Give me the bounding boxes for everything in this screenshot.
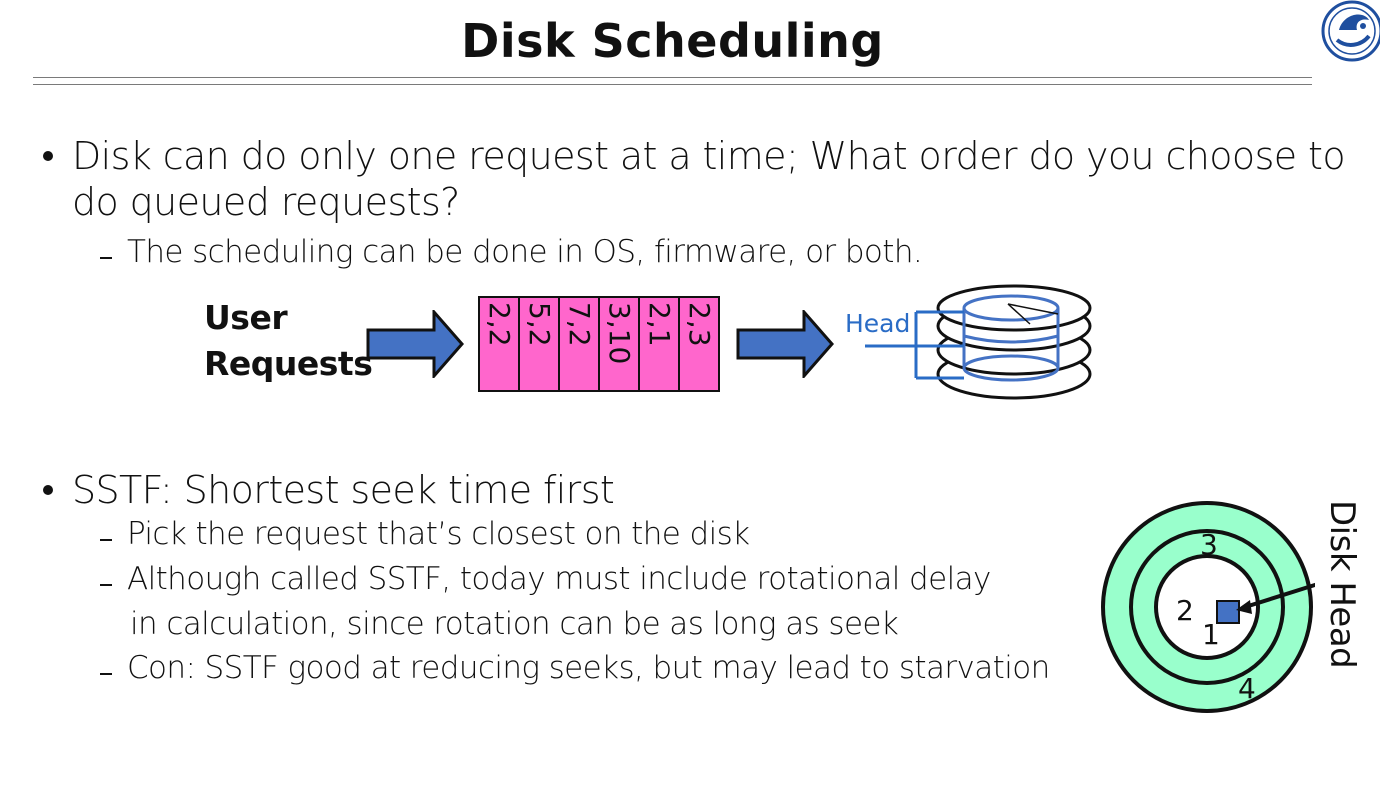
title-rule-top bbox=[33, 77, 1312, 78]
slide-title: Disk Scheduling bbox=[461, 14, 884, 68]
dash-icon bbox=[100, 584, 112, 586]
dash-icon bbox=[100, 539, 112, 541]
sub-bullet-rotational-line-2: in calculation, since rotation can be as… bbox=[130, 606, 899, 642]
sub-bullet-closest-request: Pick the request that’s closest on the d… bbox=[127, 516, 750, 552]
sub-bullet-rotational-line-1: Although called SSTF, today must include… bbox=[127, 561, 991, 597]
user-label-line-2: Requests bbox=[204, 344, 373, 383]
arrow-right-icon bbox=[736, 310, 834, 378]
title-rule-bottom bbox=[33, 84, 1312, 85]
track-label-3: 3 bbox=[1200, 528, 1218, 561]
disk-track-diagram bbox=[1101, 501, 1315, 713]
head-label: Head bbox=[845, 309, 911, 338]
queue-cell: 7,2 bbox=[560, 298, 600, 390]
sub-bullet-starvation: Con: SSTF good at reducing seeks, but ma… bbox=[127, 650, 1050, 686]
dash-icon bbox=[100, 673, 112, 675]
queue-cell: 2,3 bbox=[680, 298, 718, 390]
sub-bullet-scheduling-location: The scheduling can be done in OS, firmwa… bbox=[127, 234, 923, 270]
bullet-dot-icon bbox=[43, 151, 53, 161]
queue-cell: 3,10 bbox=[600, 298, 640, 390]
track-label-4: 4 bbox=[1238, 672, 1256, 705]
disk-head-label: Disk Head bbox=[1322, 500, 1362, 669]
disk-stack-icon bbox=[865, 284, 1092, 400]
queue-cell-label: 3,10 bbox=[603, 302, 636, 365]
track-label-2: 2 bbox=[1176, 594, 1194, 627]
queue-cell: 2,1 bbox=[640, 298, 680, 390]
bullet-sstf: SSTF: Shortest seek time first bbox=[72, 468, 615, 512]
request-queue: 2,2 5,2 7,2 3,10 2,1 2,3 bbox=[478, 296, 720, 392]
bullet-1-line-2: do queued requests? bbox=[72, 180, 460, 224]
queue-cell-label: 7,2 bbox=[563, 302, 596, 347]
bullet-1-line-1: Disk can do only one request at a time; … bbox=[72, 134, 1346, 178]
arrow-right-icon bbox=[366, 310, 464, 378]
user-label-line-1: User bbox=[204, 298, 288, 337]
dash-icon bbox=[100, 257, 112, 259]
queue-cell: 5,2 bbox=[520, 298, 560, 390]
queue-cell-label: 5,2 bbox=[523, 302, 556, 347]
queue-cell: 2,2 bbox=[480, 298, 520, 390]
queue-cell-label: 2,1 bbox=[643, 302, 676, 347]
university-seal-icon bbox=[1321, 0, 1380, 62]
bullet-dot-icon bbox=[43, 485, 53, 495]
queue-cell-label: 2,3 bbox=[683, 302, 716, 347]
queue-cell-label: 2,2 bbox=[483, 302, 516, 347]
track-label-1: 1 bbox=[1202, 618, 1220, 651]
